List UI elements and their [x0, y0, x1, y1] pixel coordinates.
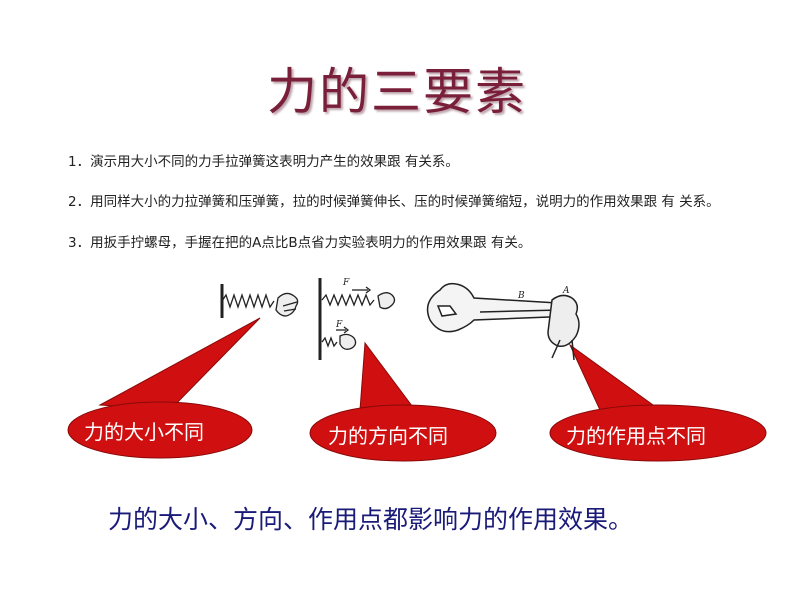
bubble-force-application-point [549, 343, 767, 462]
spring-pull-figure [220, 284, 299, 318]
bubble-force-direction [309, 341, 497, 462]
spring-wall-figure [318, 278, 396, 360]
label-f-bottom: F [335, 320, 343, 330]
bubble-label-application-point: 力的作用点不同 [566, 424, 706, 448]
wrench-figure [426, 282, 580, 361]
question-3: 3．用扳手拧螺母，手握在把的A点比B点省力实验表明力的作用效果跟 有关。 [68, 235, 532, 251]
page-title: 力的三要素 [267, 63, 527, 121]
label-point-b: B [517, 291, 525, 301]
bubble-label-direction: 力的方向不同 [328, 424, 448, 448]
label-point-a: A [562, 286, 570, 296]
conclusion-text: 力的大小、方向、作用点都影响力的作用效果。 [108, 505, 634, 534]
bubble-force-magnitude [67, 317, 261, 459]
question-2: 2．用同样大小的力拉弹簧和压弹簧，拉的时候弹簧伸长、压的时候弹簧缩短，说明力的作… [68, 194, 720, 210]
question-1: 1．演示用大小不同的力手拉弹簧这表明力产生的效果跟 有关系。 [68, 154, 459, 170]
label-f-top: F [342, 278, 350, 288]
bubble-label-magnitude: 力的大小不同 [84, 420, 204, 444]
